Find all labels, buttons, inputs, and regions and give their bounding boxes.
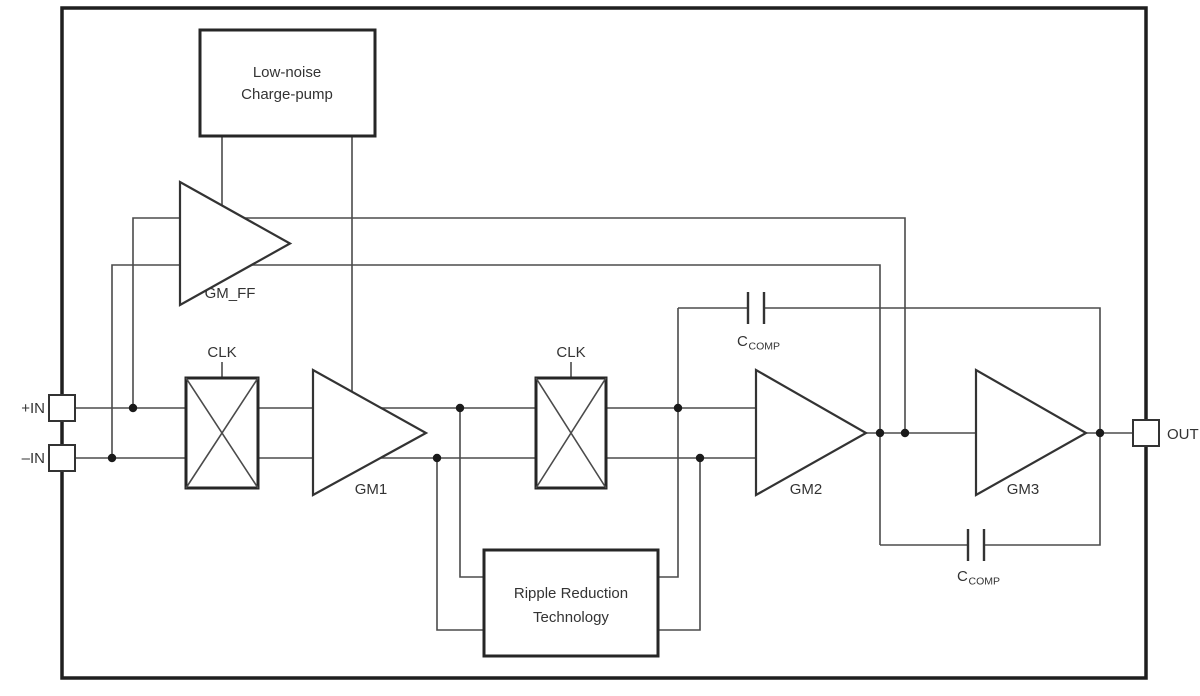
ripple-reduction-label-line1: Ripple Reduction xyxy=(514,585,628,602)
chip-boundary xyxy=(60,6,1148,680)
junction-dot xyxy=(455,403,465,413)
gm3-amplifier-triangle xyxy=(974,368,1089,497)
gm-ff-label: GM_FF xyxy=(205,285,256,302)
junction-dot xyxy=(875,428,885,438)
ccomp-bottom-label-subscript: COMP xyxy=(969,576,1001,588)
ripple-input-wire-bottom xyxy=(436,458,490,631)
ccomp-top-wire-right xyxy=(764,307,1101,433)
ripple-output-wire-bottom xyxy=(650,458,701,631)
clk1-label: CLK xyxy=(207,344,236,361)
feedforward-wire-bottom xyxy=(111,264,881,545)
ripple-input-wire-top xyxy=(459,408,490,578)
capacitors-group xyxy=(746,292,986,561)
gm1-amplifier-triangle xyxy=(311,368,429,497)
input-chopper-x-icon xyxy=(185,377,259,489)
in-minus-pin-pad xyxy=(48,444,76,472)
junction-dot xyxy=(1095,428,1105,438)
labels-group: +IN –IN OUT Low-noise Charge-pump Ripple… xyxy=(21,64,1198,626)
junction-dot xyxy=(128,403,138,413)
gm-ff-amplifier-triangle xyxy=(178,180,293,307)
charge-pump-label-line1: Low-noise xyxy=(253,64,321,81)
gm2-amplifier-triangle xyxy=(754,368,869,497)
junction-dot xyxy=(673,403,683,413)
gm3-label: GM3 xyxy=(1007,481,1040,498)
clk2-label: CLK xyxy=(556,344,585,361)
output-chopper-x-icon xyxy=(535,377,607,489)
feedforward-wire-top xyxy=(132,217,906,433)
junction-dot xyxy=(695,453,705,463)
ccomp-bottom-label: C xyxy=(957,568,968,585)
charge-pump-block xyxy=(198,28,377,138)
ripple-reduction-block xyxy=(482,548,660,658)
junction-dot xyxy=(432,453,442,463)
in-plus-pin-pad xyxy=(48,394,76,422)
out-pin-pad xyxy=(1132,419,1160,447)
junction-dot xyxy=(900,428,910,438)
junction-dot xyxy=(107,453,117,463)
ccomp-top-label: C xyxy=(737,333,748,350)
out-label: OUT xyxy=(1167,426,1199,443)
charge-pump-label-line2: Charge-pump xyxy=(241,86,333,103)
ripple-reduction-label-line2: Technology xyxy=(533,609,609,626)
ripple-output-wire-top xyxy=(650,308,679,578)
gm1-label: GM1 xyxy=(355,481,388,498)
ccomp-bottom-wire-right xyxy=(984,433,1101,546)
ccomp-top-label-subscript: COMP xyxy=(749,341,781,353)
junction-dots-group xyxy=(107,403,1105,463)
gm2-label: GM2 xyxy=(790,481,823,498)
blocks-group xyxy=(48,28,1160,658)
in-minus-label: –IN xyxy=(22,450,45,467)
in-plus-label: +IN xyxy=(21,400,45,417)
